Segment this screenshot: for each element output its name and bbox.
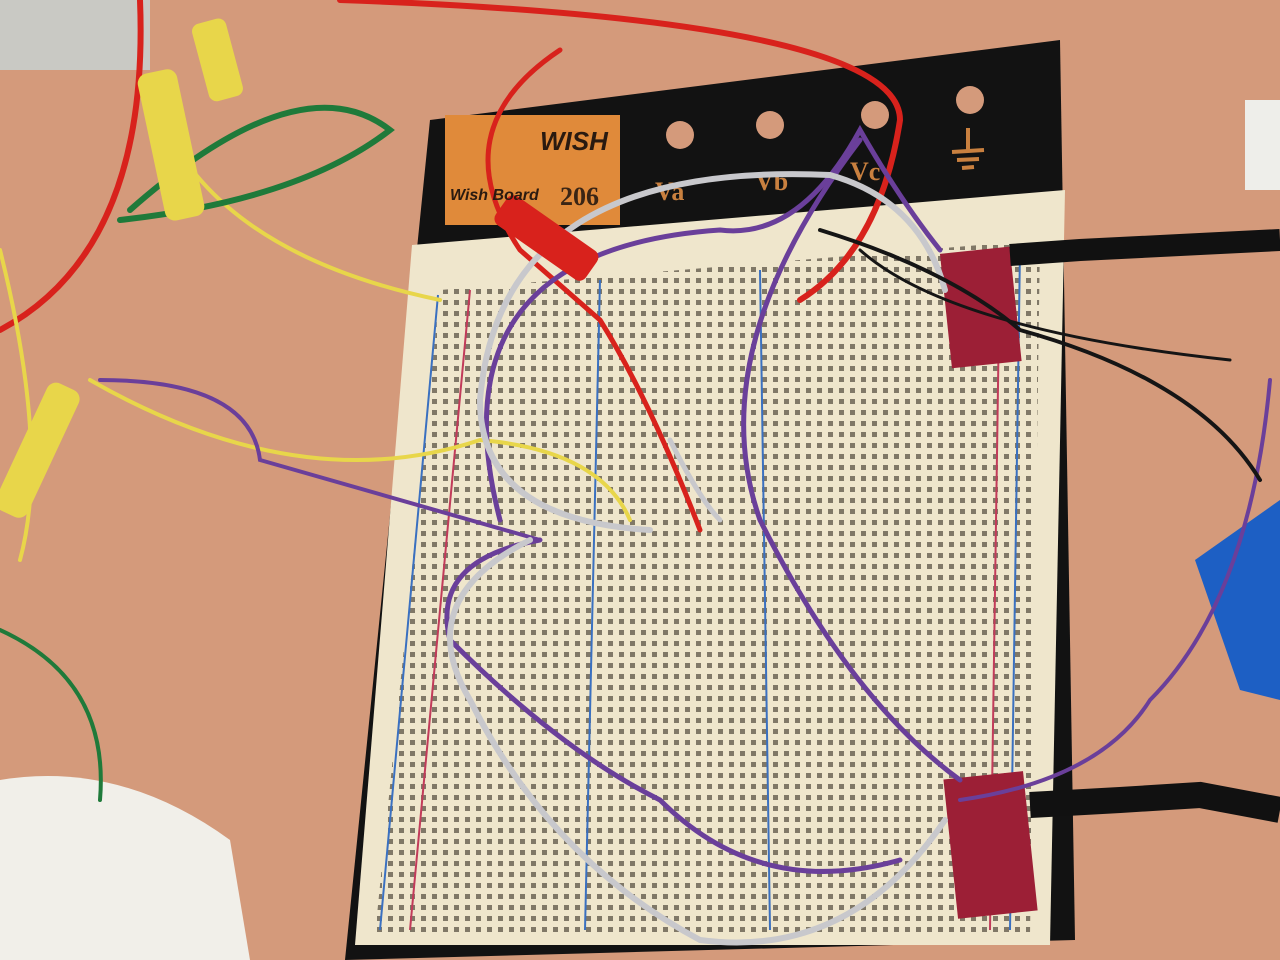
model-text: 206 xyxy=(560,182,599,211)
yellow-clip-left xyxy=(0,382,80,518)
audio-cable-bottom xyxy=(1029,781,1280,823)
object-right xyxy=(1245,100,1280,190)
wish-logo-plate xyxy=(445,115,620,225)
yellow-clip-top xyxy=(192,18,243,102)
audio-cable-top xyxy=(1009,229,1280,266)
cup xyxy=(0,776,250,960)
sensor-module-top xyxy=(939,246,1022,369)
brand-text: WISH xyxy=(540,126,609,156)
ground-icon xyxy=(951,128,985,170)
terminal-posts xyxy=(666,86,984,149)
equipment xyxy=(0,0,150,70)
breadboard-holes xyxy=(375,240,1040,935)
red-clip xyxy=(494,195,599,281)
sensor-module-bottom xyxy=(943,771,1038,919)
brand-sub-text: Wish Board xyxy=(450,187,540,204)
arduino-board xyxy=(1195,500,1280,700)
yellow-clip xyxy=(137,69,205,221)
wish-logo: WISH Wish Board 206 xyxy=(450,126,609,211)
